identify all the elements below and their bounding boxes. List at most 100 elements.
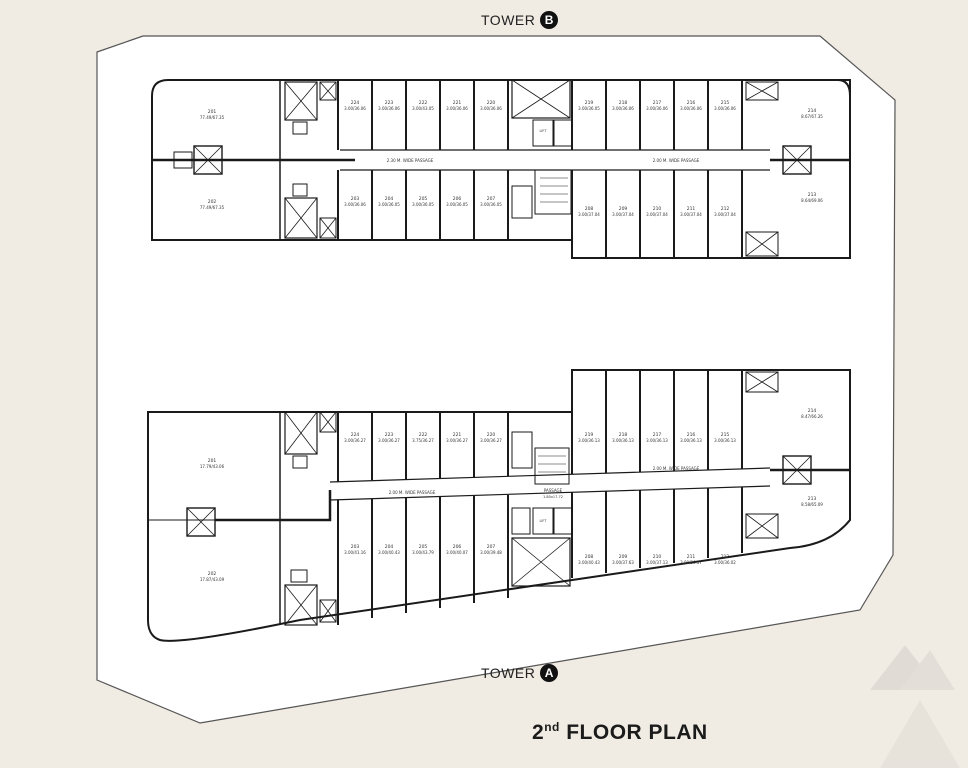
room-number: 211 xyxy=(687,554,696,560)
room-number: 210 xyxy=(653,554,662,560)
room-number: 219 xyxy=(585,432,594,438)
room-number: 209 xyxy=(619,206,628,212)
room-number: 208 xyxy=(585,554,594,560)
room-number: 206 xyxy=(453,196,462,202)
room-area: 3.00/37.04 xyxy=(578,212,600,217)
room-area: 3.00/36.27 xyxy=(378,438,400,443)
room-area: 3.00/36.06 xyxy=(344,202,366,207)
room-area: 3.00/40.43 xyxy=(578,560,600,565)
tower-a-label: TOWER A xyxy=(481,664,559,682)
unit-area: 17.79/43.06 xyxy=(200,464,225,469)
room-area: 3.75/36.27 xyxy=(412,438,434,443)
unit-number: 213 xyxy=(808,192,817,198)
room-number: 223 xyxy=(385,432,394,438)
unit-area: 17.87/43.09 xyxy=(200,577,225,582)
tower-b-word: TOWER xyxy=(481,12,536,28)
room-area: 3.00/36.13 xyxy=(612,438,634,443)
room-number: 206 xyxy=(453,544,462,550)
room-area: 3.00/36.05 xyxy=(378,202,400,207)
unit-area: 8.67/67.35 xyxy=(801,114,823,119)
passage-center-size: 1.80x17.72 xyxy=(543,495,563,499)
room-area: 3.00/36.13 xyxy=(714,438,736,443)
room-number: 224 xyxy=(351,432,360,438)
room-area: 3.00/37.63 xyxy=(612,560,634,565)
room-number: 218 xyxy=(619,432,628,438)
title-number: 2 xyxy=(532,721,545,744)
tower-b-badge: B xyxy=(540,11,559,29)
room-area: 3.00/36.05 xyxy=(480,202,502,207)
unit-area: 8.64/69.06 xyxy=(801,198,823,203)
title-text: FLOOR PLAN xyxy=(566,721,708,744)
room-number: 220 xyxy=(487,100,496,106)
room-area: 3.00/36.13 xyxy=(578,438,600,443)
room-number: 222 xyxy=(419,100,428,106)
tower-b-block xyxy=(151,79,851,259)
room-area: 3.00/36.06 xyxy=(680,106,702,111)
unit-number: 202 xyxy=(208,199,217,205)
tower-a-word: TOWER xyxy=(481,665,536,681)
room-area: 3.00/36.06 xyxy=(714,106,736,111)
title-suffix: nd xyxy=(544,720,560,734)
room-number: 212 xyxy=(721,206,730,212)
room-number: 212 xyxy=(721,554,730,560)
room-area: 3.00/36.06 xyxy=(344,106,366,111)
room-number: 207 xyxy=(487,544,496,550)
watermark-logo xyxy=(870,645,960,768)
tower-a-block xyxy=(147,369,851,642)
unit-number: 202 xyxy=(208,571,217,577)
room-area: 3.00/36.06 xyxy=(378,106,400,111)
room-area: 3.00/36.05 xyxy=(446,202,468,207)
room-area: 3.00/40.07 xyxy=(446,550,468,555)
passage-center-label: PASSAGE xyxy=(544,488,563,493)
room-area: 3.00/36.06 xyxy=(480,106,502,111)
room-area: 3.00/36.06 xyxy=(612,106,634,111)
unit-number: 214 xyxy=(808,108,817,114)
page-title: 2nd FLOOR PLAN xyxy=(532,720,708,745)
room-number: 221 xyxy=(453,432,462,438)
room-area: 3.00/36.27 xyxy=(480,438,502,443)
room-number: 208 xyxy=(585,206,594,212)
room-area: 3.00/40.43 xyxy=(378,550,400,555)
room-area: 3.00/37.04 xyxy=(714,212,736,217)
lift-label: LIFT xyxy=(539,519,547,523)
room-area: 3.00/37.04 xyxy=(646,212,668,217)
room-number: 205 xyxy=(419,544,428,550)
unit-number: 201 xyxy=(208,109,217,115)
room-number: 207 xyxy=(487,196,496,202)
room-area: 3.00/36.27 xyxy=(344,438,366,443)
room-number: 220 xyxy=(487,432,496,438)
room-number: 217 xyxy=(653,100,662,106)
room-area: 3.00/36.13 xyxy=(646,438,668,443)
room-area: 3.00/36.13 xyxy=(680,438,702,443)
room-area: 3.00/43.79 xyxy=(412,550,434,555)
tower-b-label: TOWER B xyxy=(481,11,559,29)
room-area: 3.00/36.05 xyxy=(578,106,600,111)
unit-area: 77.49/67.35 xyxy=(200,205,225,210)
room-number: 215 xyxy=(721,432,730,438)
room-area: 3.00/43.05 xyxy=(412,106,434,111)
room-area: 3.00/39.48 xyxy=(480,550,502,555)
tower-b-room-labels: 2243.00/36.062233.00/36.062223.00/43.052… xyxy=(200,100,823,217)
room-number: 219 xyxy=(585,100,594,106)
room-number: 211 xyxy=(687,206,696,212)
room-number: 215 xyxy=(721,100,730,106)
room-number: 218 xyxy=(619,100,628,106)
unit-area: 77.49/67.35 xyxy=(200,115,225,120)
room-area: 3.00/36.06 xyxy=(446,106,468,111)
unit-number: 213 xyxy=(808,496,817,502)
room-area: 3.00/36.37 xyxy=(680,560,702,565)
room-number: 224 xyxy=(351,100,360,106)
room-number: 203 xyxy=(351,196,360,202)
room-area: 3.00/41.16 xyxy=(344,550,366,555)
passage-label: 2.30 M. WIDE PASSAGE xyxy=(387,158,434,163)
room-number: 217 xyxy=(653,432,662,438)
room-area: 3.00/36.02 xyxy=(714,560,736,565)
room-area: 3.00/36.27 xyxy=(446,438,468,443)
unit-area: 8.58/65.09 xyxy=(801,502,823,507)
passage-label: 2.00 M. WIDE PASSAGE xyxy=(653,466,700,471)
room-number: 216 xyxy=(687,100,696,106)
room-number: 223 xyxy=(385,100,394,106)
room-number: 204 xyxy=(385,544,394,550)
room-number: 210 xyxy=(653,206,662,212)
